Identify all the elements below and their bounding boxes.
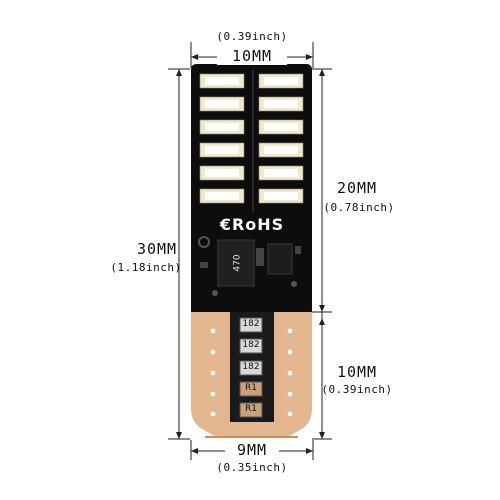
resistor-label: R1 [245, 404, 257, 414]
resistor-label: R1 [245, 383, 257, 393]
pcb-height-mm-label: 20MM [336, 179, 378, 197]
top-inch-label: (0.39inch) [216, 30, 288, 43]
inductor-label: 470 [232, 254, 243, 272]
dimension-arrows [176, 54, 325, 454]
base-width-inch-label: (0.35inch) [216, 461, 288, 474]
base-height-mm-label: 10MM [336, 363, 378, 381]
electronics [198, 236, 301, 296]
bulb-base [191, 310, 312, 438]
pcb-height-inch-label: (0.78inch) [323, 201, 395, 214]
resistor-label: 182 [242, 340, 260, 350]
resistors [239, 317, 263, 418]
base-height-inch-label: (0.39inch) [321, 383, 393, 396]
length-mm-label: 30MM [136, 240, 178, 258]
resistor-label: 182 [242, 362, 260, 372]
length-inch-label: (1.18inch) [110, 261, 182, 274]
led-array [199, 73, 304, 204]
resistor-label: 182 [242, 319, 260, 329]
rohs-logo: €RoHS [219, 215, 285, 234]
top-mm-label: 10MM [217, 47, 287, 65]
base-width-mm-label: 9MM [225, 441, 279, 459]
